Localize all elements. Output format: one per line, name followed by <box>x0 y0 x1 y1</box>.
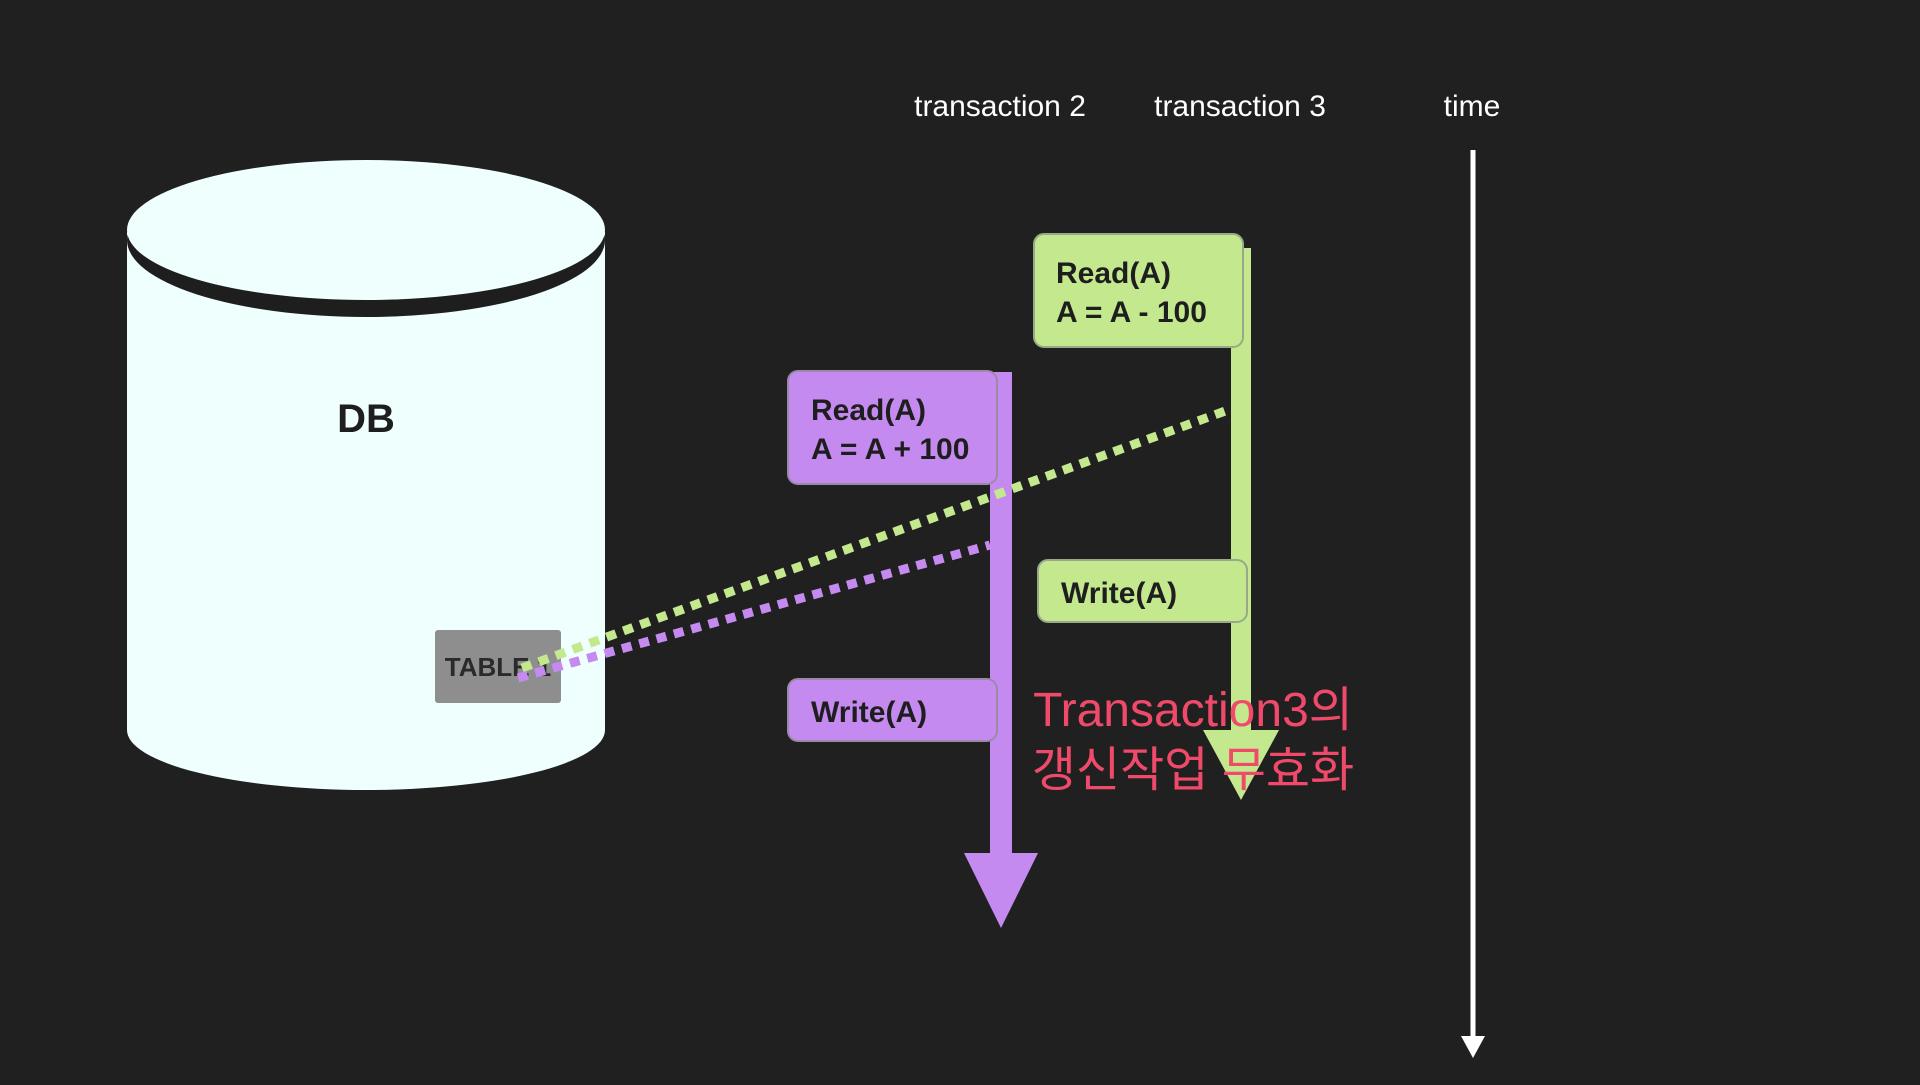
header-transaction-2: transaction 2 <box>914 90 1086 123</box>
header-time: time <box>1444 90 1501 123</box>
annotation-line-1: Transaction3의 <box>1033 684 1353 737</box>
table-box <box>435 630 561 703</box>
annotation-line-2: 갱신작업 무효화 <box>1032 744 1354 797</box>
transaction-3-write-box: Write(A) <box>1037 559 1248 623</box>
transaction-2-write-label: Write(A) <box>811 696 927 729</box>
db-label: DB <box>337 397 395 441</box>
transaction-2-read-box: Read(A) A = A + 100 <box>787 370 998 485</box>
transaction-3-read-line-1: Read(A) <box>1056 257 1171 290</box>
transaction-3-read-box: Read(A) A = A - 100 <box>1033 233 1244 348</box>
transaction-2-write-box: Write(A) <box>787 678 998 742</box>
transaction-2-read-connector <box>516 540 992 683</box>
time-arrow <box>1461 150 1485 1058</box>
db-cylinder <box>127 160 605 790</box>
transaction-3-read-line-2: A = A - 100 <box>1056 296 1207 329</box>
transaction-2-read-line-1: Read(A) <box>811 394 926 427</box>
transaction-2-read-line-2: A = A + 100 <box>811 433 969 466</box>
header-transaction-3: transaction 3 <box>1154 90 1326 123</box>
transaction-3-write-label: Write(A) <box>1061 577 1177 610</box>
table-label: TABLE 1 <box>445 652 551 682</box>
